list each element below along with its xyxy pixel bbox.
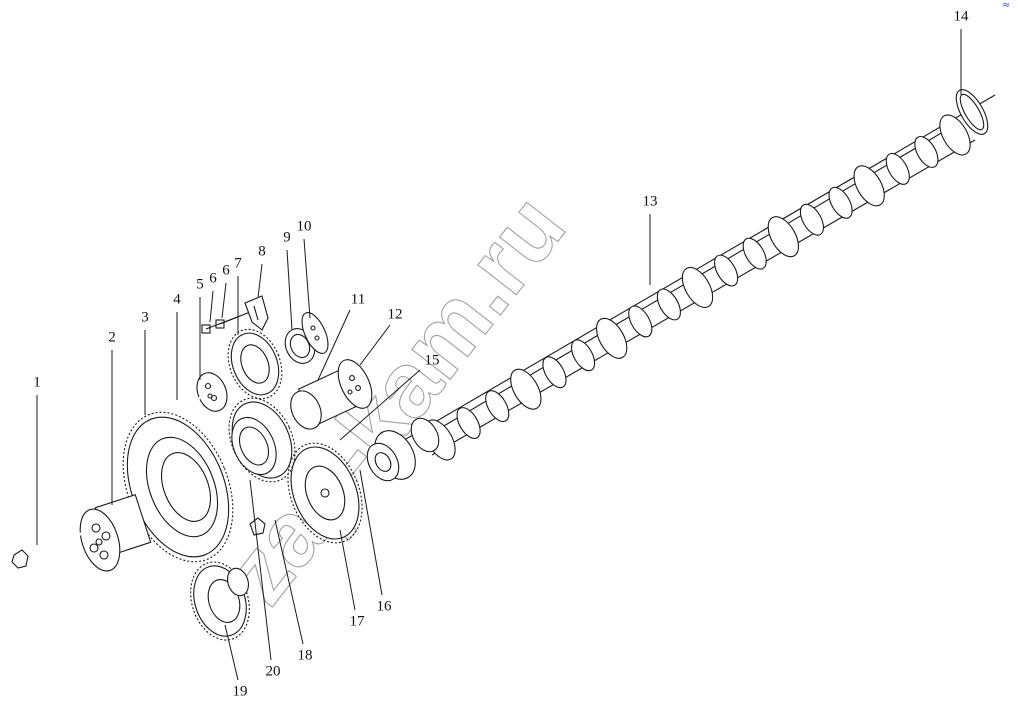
callout-leader-20: [249, 479, 272, 661]
corner-mark: ≈: [1002, 0, 1010, 11]
callout-leader-19: [224, 624, 239, 681]
camshaft-gear: [287, 442, 363, 544]
camshaft-lobe: [885, 152, 910, 185]
callout-label-18: 18: [298, 647, 313, 663]
bracket: [244, 295, 269, 331]
callout-leader-8: [257, 263, 263, 299]
camshaft: [369, 94, 996, 461]
thrust-flange: [196, 372, 228, 412]
callout-label-2: 2: [108, 329, 116, 345]
camshaft-journal: [595, 317, 628, 359]
callout-label-4: 4: [173, 291, 181, 307]
callout-leader-17: [339, 529, 356, 611]
callout-label-19: 19: [233, 683, 248, 699]
callout-leader-11: [317, 309, 351, 381]
camshaft-journal: [681, 266, 714, 309]
idler-gear: [228, 397, 296, 483]
callout-label-12: 12: [388, 306, 403, 322]
callout-leader-15: [339, 369, 421, 441]
end-seal-ring: [955, 89, 989, 135]
callout-label-3: 3: [141, 309, 149, 325]
callout-leader-9: [286, 249, 293, 331]
short-bolt: [167, 396, 201, 412]
callout-label-10: 10: [297, 218, 312, 234]
long-bolt: [11, 528, 91, 569]
callout-leader-10: [303, 238, 311, 319]
callout-leader-6: [221, 282, 227, 319]
upper-gear: [227, 328, 283, 400]
callout-label-14: 14: [954, 8, 970, 24]
callout-label-6: 6: [222, 262, 230, 278]
large-drive-gear: [122, 411, 234, 563]
callout-label-13: 13: [643, 193, 658, 209]
camshaft-lobe: [799, 203, 825, 236]
camshaft-lobe: [485, 390, 510, 423]
callout-label-20: 20: [266, 663, 281, 679]
camshaft-lobe: [628, 305, 653, 338]
camshaft-lobe: [570, 339, 596, 372]
callout-label-8: 8: [258, 243, 266, 259]
callout-leader-16: [359, 469, 383, 596]
gear-bolt: [249, 508, 293, 536]
camshaft-lobe: [828, 186, 853, 219]
callout-leader-12: [359, 324, 391, 366]
callout-label-17: 17: [350, 613, 366, 629]
callout-leader-18: [274, 519, 304, 645]
callout-leader-6: [209, 290, 214, 323]
camshaft-lobe: [714, 254, 739, 287]
camshaft-lobe: [542, 356, 567, 389]
callout-label-6: 6: [209, 270, 217, 286]
callout-label-9: 9: [283, 229, 291, 245]
cover-plate: [337, 359, 373, 409]
callout-label-7: 7: [234, 255, 242, 271]
callout-label-5: 5: [196, 276, 204, 292]
callout-label-1: 1: [33, 374, 41, 390]
small-bolts: [201, 311, 251, 334]
camshaft-journal: [939, 114, 971, 156]
camshaft-journal: [853, 165, 885, 207]
callout-label-15: 15: [425, 352, 440, 368]
camshaft-journal: [767, 216, 800, 258]
camshaft-lobe: [742, 237, 767, 270]
camshaft-lobe: [914, 135, 939, 168]
callout-label-11: 11: [351, 291, 365, 307]
camshaft-lobe: [656, 288, 681, 321]
lower-idler-gear: [190, 561, 250, 641]
camshaft-lobe: [456, 407, 481, 440]
camshaft-journal: [510, 368, 542, 410]
thrust-disk: [301, 312, 329, 354]
gear-hub-flange: [79, 494, 152, 572]
camshaft-front-hub: [366, 417, 440, 482]
callout-label-16: 16: [377, 598, 393, 614]
